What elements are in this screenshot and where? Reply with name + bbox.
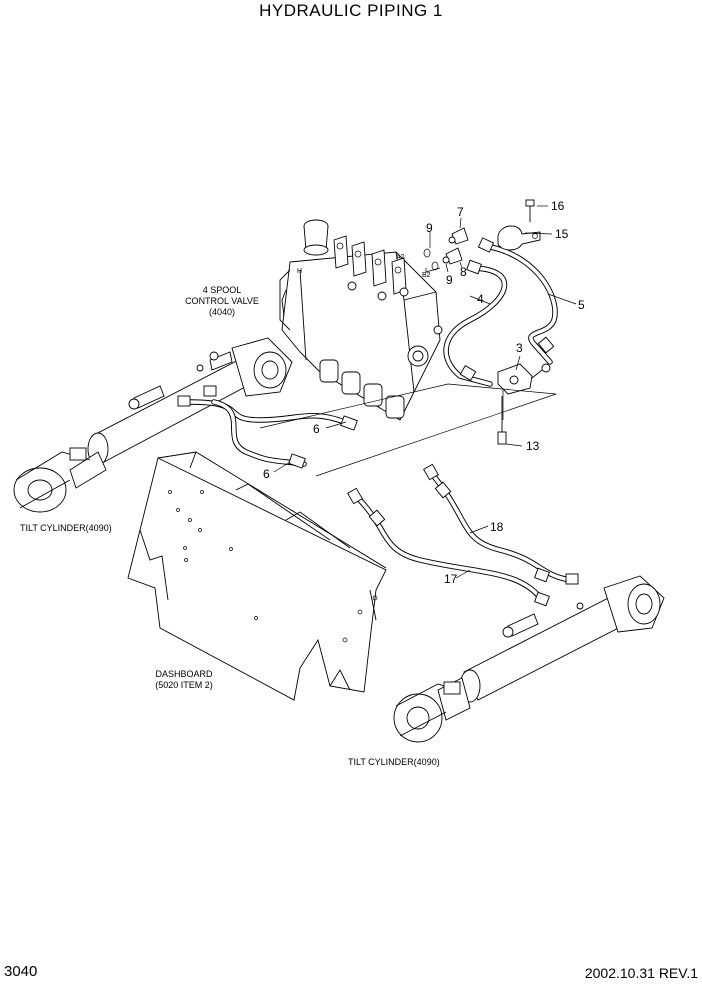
callout-6-upper: 6 — [313, 422, 320, 436]
control-valve-label-line2: CONTROL VALVE — [185, 296, 259, 306]
tilt-cylinder-right — [393, 575, 665, 743]
callout-18: 18 — [490, 520, 504, 534]
control-valve-label-line1: 4 SPOOL — [203, 285, 242, 295]
tilt-cylinder-left — [13, 337, 293, 513]
fitting-13 — [497, 396, 507, 445]
dashboard-label-line1: DASHBOARD — [155, 669, 213, 679]
revision-label: 2002.10.31 REV.1 — [584, 965, 698, 981]
port-b2-label: B2 — [422, 272, 431, 279]
callout-6-lower: 6 — [263, 467, 270, 481]
callout-9-upper: 9 — [426, 221, 433, 235]
callout-3: 3 — [516, 341, 523, 355]
callout-7: 7 — [457, 205, 464, 219]
clamp-15 — [497, 225, 541, 251]
hose-6-upper — [187, 399, 353, 427]
leader-lines — [259, 205, 577, 579]
svg-text:H: H — [297, 268, 302, 275]
hose-fittings — [177, 237, 579, 607]
callout-16: 16 — [551, 199, 565, 213]
dashboard-panel — [127, 451, 387, 701]
port-a2-label: A2 — [396, 254, 405, 261]
callout-13: 13 — [526, 439, 540, 453]
callout-8: 8 — [460, 265, 467, 279]
fittings-7-8-9 — [423, 227, 469, 271]
callout-17: 17 — [444, 572, 458, 586]
page-title: HYDRAULIC PIPING 1 — [259, 1, 443, 20]
hose-6-lower — [211, 399, 307, 467]
hose-4 — [443, 265, 507, 387]
tilt-cylinder-left-label: TILT CYLINDER(4090) — [20, 523, 112, 533]
page-number: 3040 — [4, 963, 38, 980]
connector-block-3 — [497, 363, 551, 395]
control-valve-label-line3: (4040) — [209, 307, 235, 317]
control-valve: H — [279, 219, 443, 421]
tilt-cylinder-right-label: TILT CYLINDER(4090) — [348, 757, 440, 767]
callout-9-lower: 9 — [446, 273, 453, 287]
callout-5: 5 — [578, 298, 585, 312]
hose-5 — [483, 243, 558, 365]
callout-4: 4 — [477, 292, 484, 306]
dashboard-label-line2: (5020 ITEM 2) — [155, 680, 213, 690]
bolt-16 — [525, 199, 535, 222]
callout-15: 15 — [555, 227, 569, 241]
